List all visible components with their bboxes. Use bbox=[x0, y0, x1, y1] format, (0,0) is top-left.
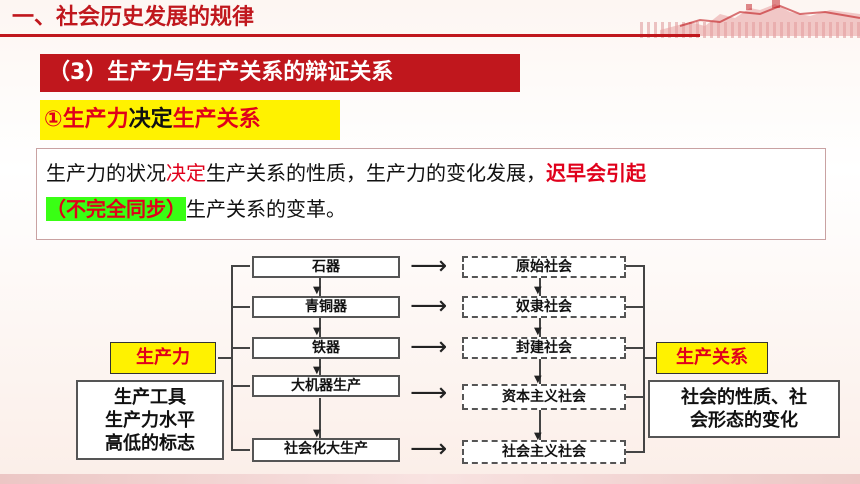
down-arrow-icon: ▼ bbox=[313, 326, 321, 337]
line2-part1: （不完全同步） bbox=[46, 197, 186, 221]
down-arrow-icon: ▼ bbox=[534, 285, 542, 296]
down-arrow-icon: ▼ bbox=[534, 374, 542, 385]
down-arrow-icon: ▼ bbox=[534, 431, 542, 442]
society-box-primitive: 原始社会 bbox=[462, 256, 626, 278]
right-arrow-icon: ⟶ bbox=[410, 434, 448, 464]
section-title: （3）生产力与生产关系的辩证关系 bbox=[40, 54, 520, 92]
production-relations-info: 社会的性质、社 会形态的变化 bbox=[648, 380, 840, 438]
explanation-box bbox=[36, 148, 826, 240]
right-arrow-icon: ⟶ bbox=[410, 291, 448, 321]
tool-box-socialized: 社会化大生产 bbox=[252, 438, 400, 462]
info-line: 会形态的变化 bbox=[690, 410, 798, 431]
tool-box-iron: 铁器 bbox=[252, 337, 400, 359]
society-box-capitalist: 资本主义社会 bbox=[462, 384, 626, 410]
down-arrow-icon: ▼ bbox=[534, 326, 542, 337]
line2-part2: 生产关系的变革。 bbox=[186, 197, 346, 221]
society-box-socialist: 社会主义社会 bbox=[462, 440, 626, 464]
info-line: 生产工具 bbox=[114, 387, 186, 408]
production-relations-label: 生产关系 bbox=[656, 342, 768, 374]
line1-part1: 生产力的状况 bbox=[46, 161, 166, 185]
sub-title-prefix: ①生产力 bbox=[44, 107, 129, 132]
tool-box-bronze: 青铜器 bbox=[252, 296, 400, 318]
info-line: 高低的标志 bbox=[105, 433, 195, 454]
down-arrow-icon: ▼ bbox=[313, 365, 321, 376]
great-wall-icon bbox=[660, 0, 860, 36]
society-box-feudal: 封建社会 bbox=[462, 337, 626, 359]
line1-part3: 生产关系的性质，生产力的变化发展， bbox=[206, 161, 546, 185]
sub-title-suffix: 生产关系 bbox=[172, 107, 261, 132]
explanation-line-1: 生产力的状况决定生产关系的性质，生产力的变化发展，迟早会引起 bbox=[46, 158, 646, 188]
right-arrow-icon: ⟶ bbox=[410, 251, 448, 281]
down-arrow-icon: ▼ bbox=[313, 285, 321, 296]
sub-title: ①生产力决定生产关系 bbox=[40, 100, 340, 140]
down-arrow-icon: ▼ bbox=[313, 428, 321, 439]
tool-box-machine: 大机器生产 bbox=[252, 375, 400, 397]
tool-box-stone: 石器 bbox=[252, 256, 400, 278]
bottom-decoration bbox=[0, 474, 860, 484]
productive-forces-info: 生产工具 生产力水平 高低的标志 bbox=[76, 380, 224, 460]
explanation-line-2: （不完全同步）生产关系的变革。 bbox=[46, 194, 346, 224]
header-underline bbox=[0, 34, 700, 37]
line1-part2: 决定 bbox=[166, 161, 206, 185]
sub-title-middle: 决定 bbox=[128, 107, 173, 132]
society-box-slave: 奴隶社会 bbox=[462, 296, 626, 318]
info-line: 生产力水平 bbox=[105, 410, 195, 431]
line1-part4: 迟早会引起 bbox=[546, 161, 646, 185]
header-title: 一、社会历史发展的规律 bbox=[12, 5, 255, 30]
right-arrow-icon: ⟶ bbox=[410, 332, 448, 362]
info-line: 社会的性质、社 bbox=[681, 387, 807, 408]
productive-forces-label: 生产力 bbox=[110, 342, 216, 374]
right-arrow-icon: ⟶ bbox=[410, 378, 448, 408]
